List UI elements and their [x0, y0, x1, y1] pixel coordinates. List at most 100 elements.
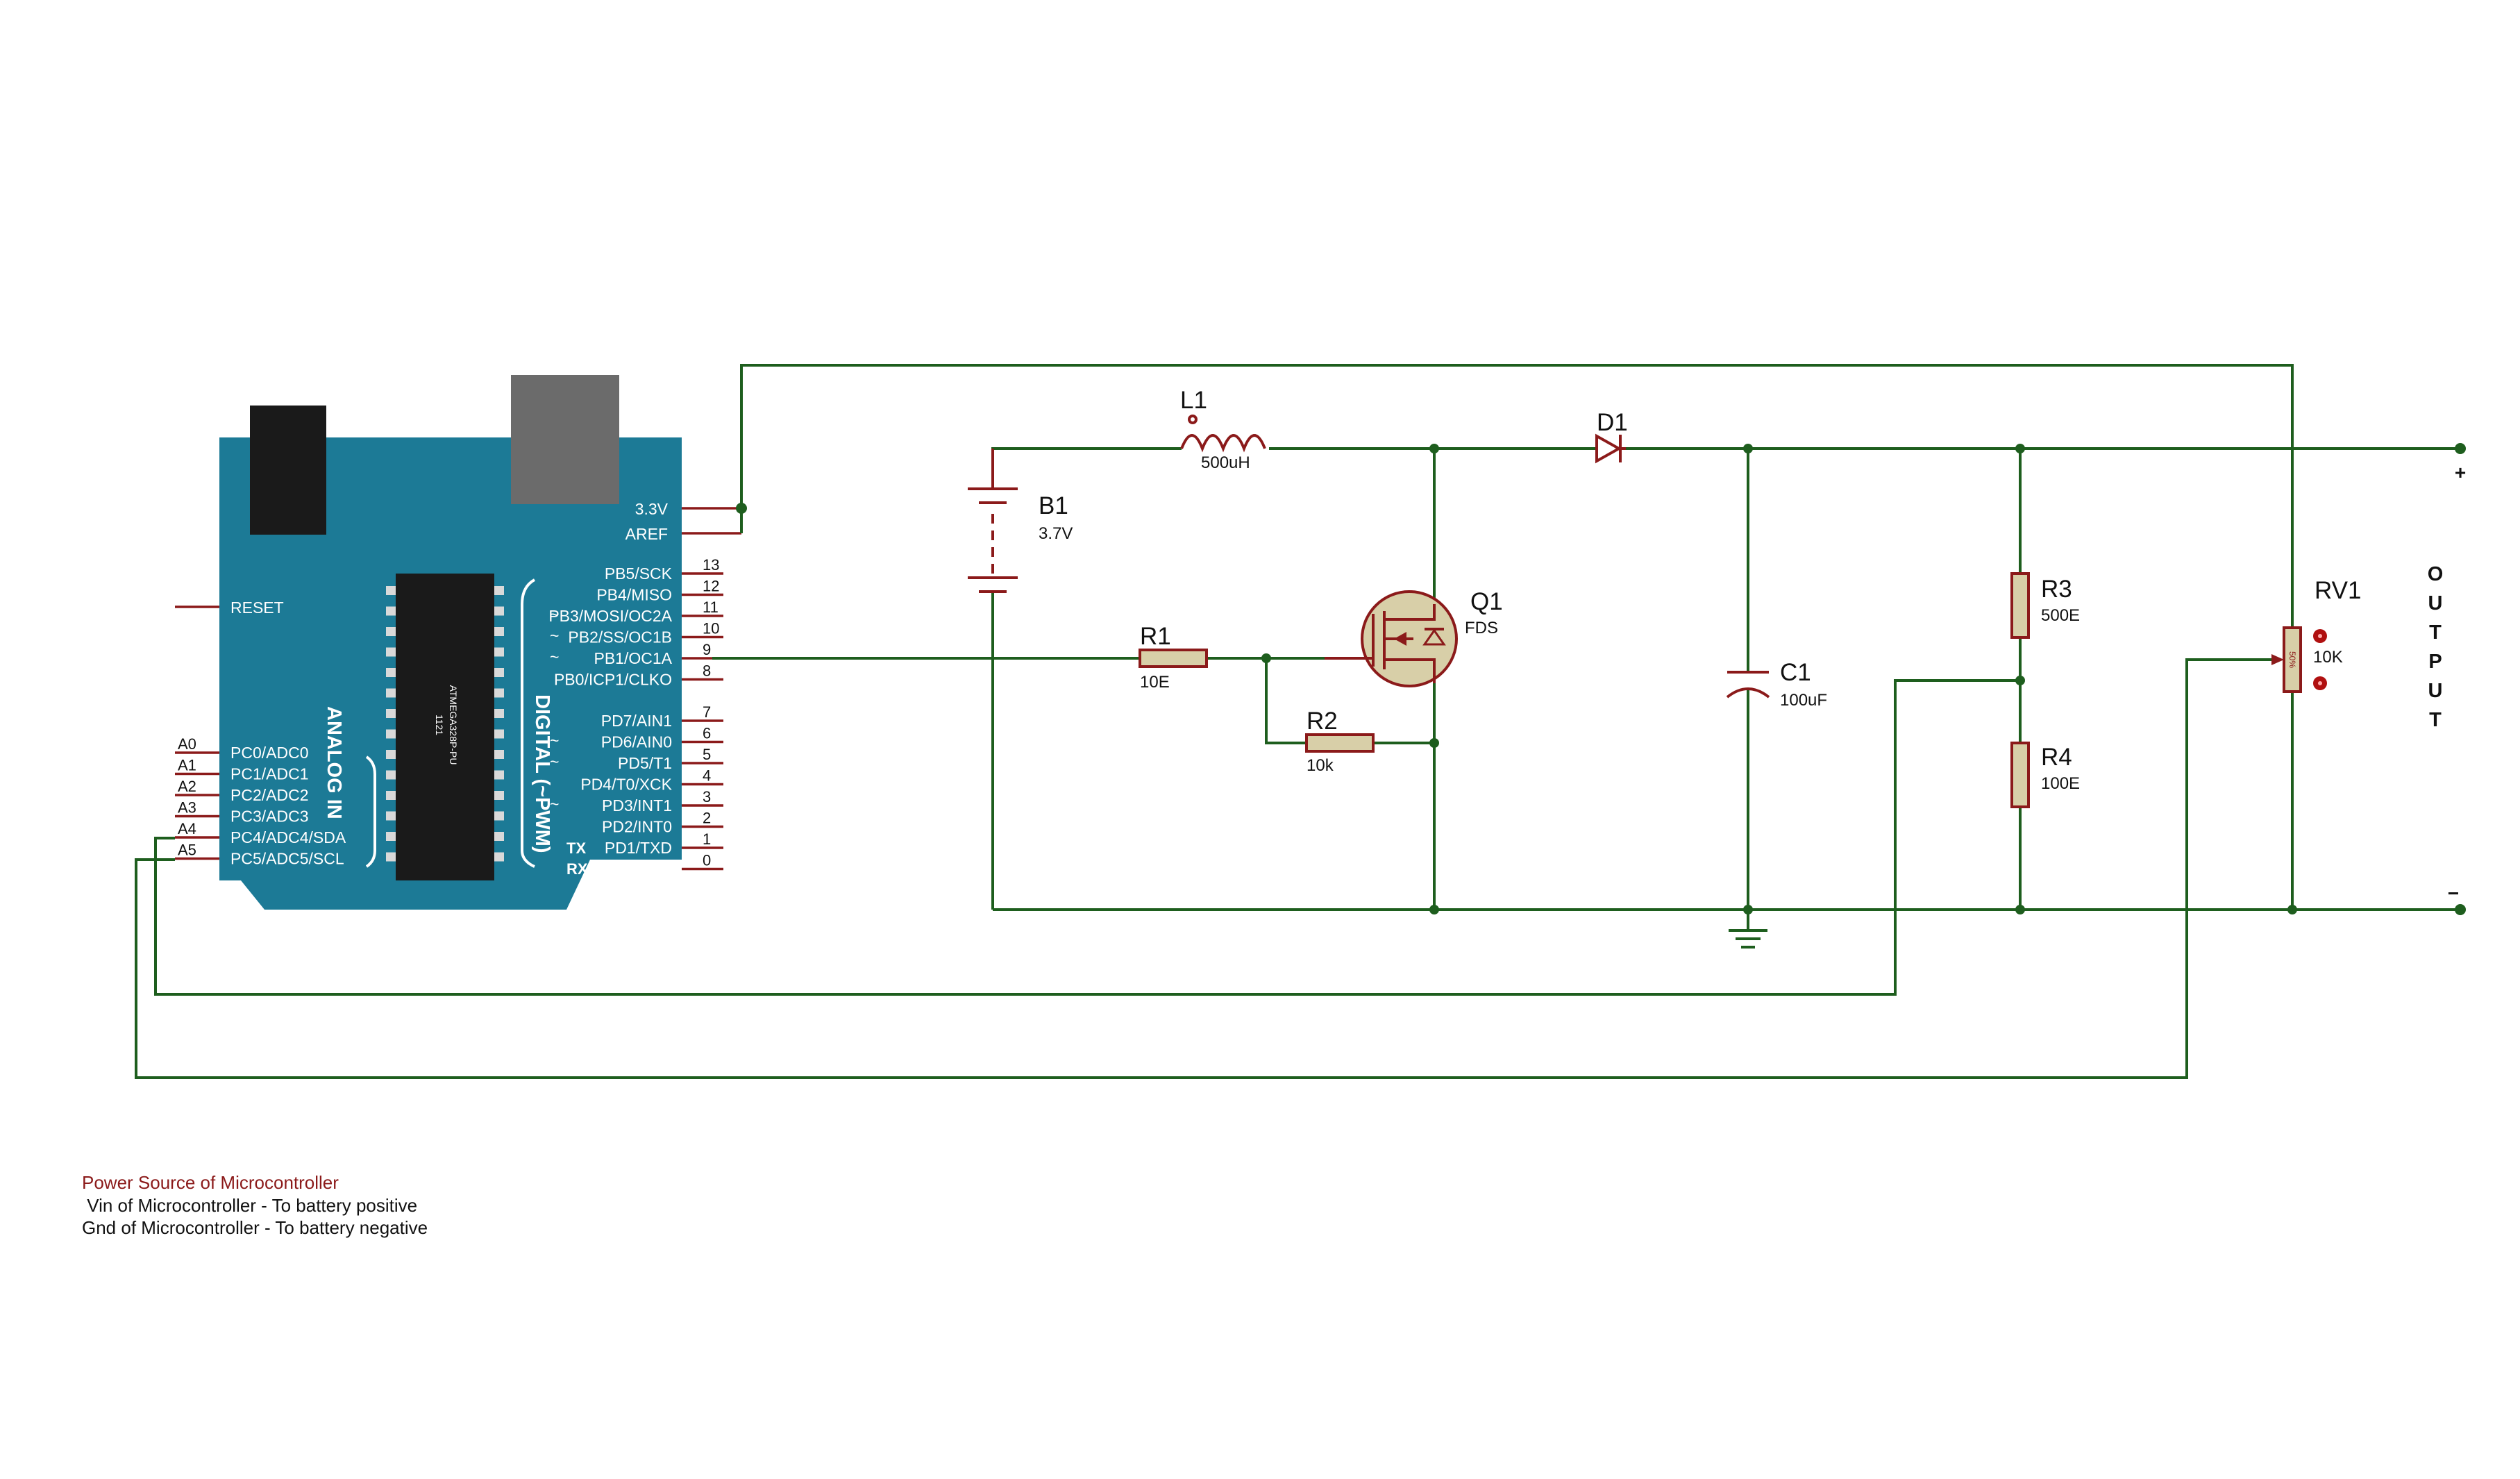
output-letter: O: [2428, 563, 2444, 585]
battery-b1: B1 3.7V: [968, 449, 1073, 593]
pin-number-a0: A0: [178, 735, 196, 753]
r2-ref: R2: [1307, 708, 1338, 735]
notes: Power Source of Microcontroller Vin of M…: [82, 1172, 428, 1238]
chip-pin-right: [494, 688, 504, 698]
pin-number-d3: 3: [703, 788, 711, 805]
pin-number-d5: 5: [703, 746, 711, 763]
chip-pin-left: [386, 627, 396, 636]
chip-pin-left: [386, 811, 396, 821]
junction-dot: [1429, 905, 1439, 914]
r2-body: [1305, 733, 1375, 753]
output-letter: P: [2428, 651, 2442, 673]
power-jack: [250, 406, 326, 535]
chip-pin-left: [386, 852, 396, 862]
junction-dot: [736, 503, 747, 514]
tx-label: TX: [566, 839, 586, 857]
mosfet-drain-lead: [1384, 604, 1436, 621]
output-letter: U: [2428, 592, 2443, 615]
r3-ref: R3: [2041, 576, 2072, 603]
wire-3v3-to-rv1: [740, 364, 2294, 628]
pin-label-a2: PC2/ADC2: [230, 786, 308, 804]
pin-label-d5: PD5/T1: [618, 754, 672, 772]
chip-pin-right: [494, 647, 504, 657]
digital-header-label: DIGITAL (~PWM): [531, 694, 553, 853]
r2-value: 10k: [1307, 756, 1334, 775]
pin-number-d12: 12: [703, 578, 719, 595]
chip-code: 1121: [434, 715, 445, 735]
chip-pin-left: [386, 832, 396, 841]
junction-dot: [1429, 738, 1439, 748]
junction-dot: [2015, 676, 2025, 685]
junction-dot: [2015, 444, 2025, 453]
pin-number-d1: 1: [703, 830, 711, 848]
output-letter: T: [2429, 621, 2442, 644]
c1-ref: C1: [1780, 659, 1811, 686]
pwm-tilde: ~: [550, 732, 559, 750]
pwm-tilde: ~: [550, 627, 559, 645]
digital-bracket: [521, 578, 536, 868]
chip-pin-left: [386, 770, 396, 780]
junction-dot: [1743, 444, 1753, 453]
rx-label: RX: [566, 860, 588, 878]
l1-ref: L1: [1180, 387, 1207, 414]
pin-label-a0: PC0/ADC0: [230, 744, 308, 762]
pin-number-d0: 0: [703, 852, 711, 869]
rv1-up-button-dot: [2318, 634, 2322, 638]
pin-number-d9: 9: [703, 641, 711, 658]
pin-label-d1: PD1/TXD: [605, 839, 672, 857]
chip-pin-right: [494, 791, 504, 800]
q1-value: FDS: [1465, 619, 1498, 637]
ground-symbol: [1729, 929, 1767, 949]
junction-dot: [2015, 905, 2025, 914]
pin-label-d4: PD4/T0/XCK: [580, 776, 672, 794]
pin-number-a2: A2: [178, 778, 196, 795]
junction-dot: [1261, 653, 1271, 663]
analog-header-label: ANALOG IN: [323, 706, 345, 819]
wires: [135, 364, 2460, 1079]
wire-gate-to-r2: [1265, 658, 1307, 744]
junction-dot: [2455, 904, 2466, 915]
pin-label-a1: PC1/ADC1: [230, 765, 308, 783]
r4-ref: R4: [2041, 744, 2072, 771]
resistor-r2: R2 10k: [1305, 708, 1375, 775]
potentiometer-rv1: 50% RV1 10K: [2271, 577, 2361, 693]
pwm-tilde: ~: [550, 795, 559, 813]
pin-label-d2: PD2/INT0: [602, 818, 672, 836]
junction-dot: [2455, 443, 2466, 454]
pin-label-reset: RESET: [230, 599, 284, 617]
chip-pin-right: [494, 852, 504, 862]
pin-label-d7: PD7/AIN1: [601, 712, 672, 730]
pin-label-aref: AREF: [625, 525, 668, 543]
r4-body: [2010, 742, 2030, 808]
junction-dots: [736, 443, 2466, 915]
chip-pin-left: [386, 606, 396, 616]
chip-pin-right: [494, 709, 504, 718]
pin-number-d2: 2: [703, 810, 711, 827]
q1-ref: Q1: [1470, 588, 1503, 615]
chip-pin-right: [494, 832, 504, 841]
pwm-tilde: ~: [550, 605, 559, 624]
pin-number-d4: 4: [703, 767, 711, 785]
resistor-r1: R1 10E: [1139, 623, 1208, 692]
r1-body: [1139, 649, 1208, 668]
output-letter: U: [2428, 680, 2443, 702]
rv1-body: [2283, 626, 2302, 693]
pin-label-d0: PD0/RXD: [603, 860, 672, 878]
notes-heading: Power Source of Microcontroller: [82, 1172, 339, 1193]
pin-label-d8: PB0/ICP1/CLKO: [554, 671, 672, 689]
r4-value: 100E: [2041, 774, 2080, 793]
pin-label-d6: PD6/AIN0: [601, 733, 672, 751]
output-plus: +: [2455, 462, 2466, 483]
junction-dot: [2287, 905, 2297, 914]
chip-pin-left: [386, 688, 396, 698]
chip-pin-left: [386, 647, 396, 657]
chip-pin-right: [494, 668, 504, 677]
diode-triangle: [1595, 433, 1622, 464]
resistor-r3: R3 500E: [2010, 572, 2080, 639]
chip-pin-right: [494, 770, 504, 780]
chip-pin-left: [386, 586, 396, 595]
notes-line: Vin of Microcontroller - To battery posi…: [82, 1195, 417, 1216]
pin-number-a1: A1: [178, 757, 196, 774]
b1-ref: B1: [1039, 492, 1068, 519]
